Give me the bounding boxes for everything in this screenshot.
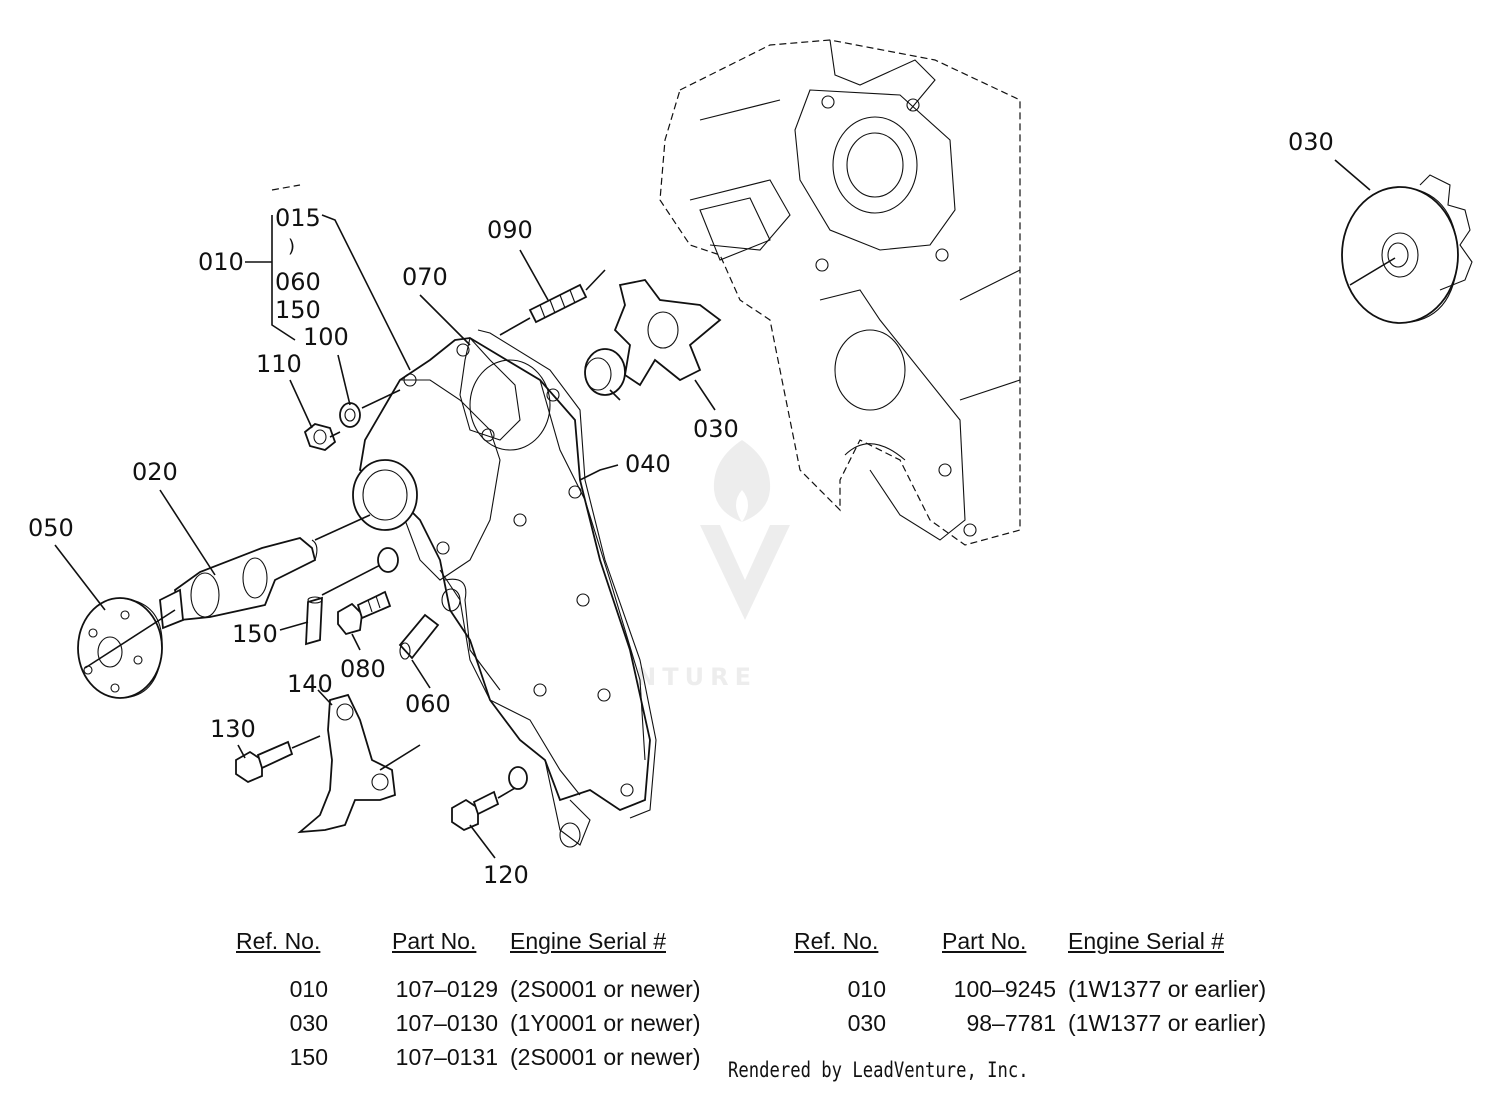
table-row: 150 107–0131 (2S0001 or newer) [236, 1044, 736, 1078]
ref-no: 030 [289, 1010, 328, 1036]
header-ref-no: Ref. No. [236, 928, 321, 954]
parts-table-left: Ref. No. Part No. Engine Serial # 010 10… [236, 928, 736, 1078]
callout-150: 150 [232, 620, 278, 648]
ref-no: 030 [847, 1010, 886, 1036]
table-row: 010 107–0129 (2S0001 or newer) [236, 976, 736, 1010]
detail-impeller-030 [1334, 159, 1473, 324]
engine-serial: (1W1377 or earlier) [1068, 976, 1267, 1002]
engine-serial: (1Y0001 or newer) [510, 1010, 701, 1036]
engine-serial: (2S0001 or newer) [510, 976, 701, 1002]
callout-030-detail: 030 [1288, 128, 1334, 156]
stud-090 [499, 269, 606, 336]
callout-040: 040 [625, 450, 671, 478]
parts-table-right: Ref. No. Part No. Engine Serial # 010 10… [794, 928, 1314, 1044]
table-row: 030 98–7781 (1W1377 or earlier) [794, 1010, 1314, 1044]
part-no: 107–0131 [395, 1044, 498, 1070]
pin-150 [305, 547, 399, 646]
callout-030: 030 [693, 415, 739, 443]
callout-labels: 010 015 ) 060 150 090 070 100 110 020 05… [28, 128, 1334, 889]
ref-no: 010 [289, 976, 328, 1002]
sleeve-060 [398, 613, 440, 660]
bolt-120 [451, 766, 528, 832]
callout-120: 120 [483, 861, 529, 889]
callout-080: 080 [340, 655, 386, 683]
impeller-030 [613, 279, 722, 387]
bolt-130 [235, 735, 321, 784]
header-engine-serial: Engine Serial # [1068, 928, 1224, 954]
part-no: 100–9245 [953, 976, 1056, 1002]
callout-060: 060 [405, 690, 451, 718]
table-row: 010 100–9245 (1W1377 or earlier) [794, 976, 1314, 1010]
callout-110: 110 [256, 350, 302, 378]
water-pump-body [352, 336, 651, 848]
engine-block [659, 39, 1021, 546]
shaft-bearing-020 [159, 514, 371, 630]
callout-070: 070 [402, 263, 448, 291]
header-ref-no: Ref. No. [794, 928, 879, 954]
callout-140: 140 [287, 670, 333, 698]
engine-serial: (1W1377 or earlier) [1068, 1010, 1267, 1036]
table-header: Ref. No. Part No. Engine Serial # [794, 928, 1314, 976]
callout-100: 100 [303, 323, 349, 351]
part-no: 107–0129 [395, 976, 498, 1002]
callout-050: 050 [28, 514, 74, 542]
pulley-flange-050 [77, 597, 176, 699]
callout-150-range: 150 [275, 296, 321, 324]
callout-090: 090 [487, 216, 533, 244]
rendered-by-credit: Rendered by LeadVenture, Inc. [728, 1058, 1029, 1082]
header-engine-serial: Engine Serial # [510, 928, 666, 954]
washer-100 [329, 389, 401, 438]
header-part-no: Part No. [942, 928, 1027, 954]
part-no: 107–0130 [395, 1010, 498, 1036]
ref-no: 010 [847, 976, 886, 1002]
callout-010: 010 [198, 248, 244, 276]
leader-lines [54, 184, 716, 859]
bolt-080 [337, 590, 392, 636]
callout-130: 130 [210, 715, 256, 743]
table-header: Ref. No. Part No. Engine Serial # [236, 928, 736, 976]
part-no: 98–7781 [966, 1010, 1056, 1036]
engine-serial: (2S0001 or newer) [510, 1044, 701, 1070]
header-part-no: Part No. [392, 928, 477, 954]
table-row: 030 107–0130 (1Y0001 or newer) [236, 1010, 736, 1044]
callout-060-range: 060 [275, 268, 321, 296]
ref-no: 150 [289, 1044, 328, 1070]
callout-range-tilde: ) [288, 236, 295, 257]
gasket-040 [477, 329, 657, 819]
callout-020: 020 [132, 458, 178, 486]
seal-040 [584, 348, 626, 396]
nut-110 [303, 423, 337, 451]
callout-015: 015 [275, 204, 321, 232]
bracket-140 [297, 693, 421, 834]
